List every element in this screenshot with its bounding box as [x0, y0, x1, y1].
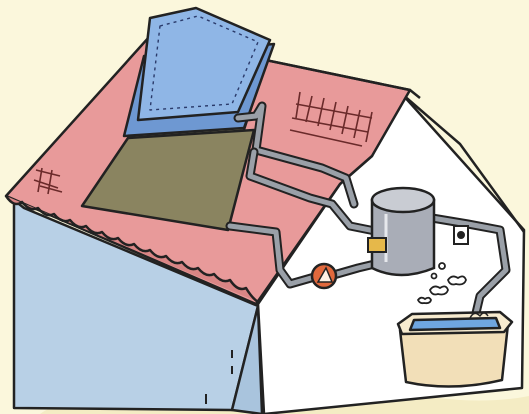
tank-top — [372, 188, 434, 212]
storage-tank-icon — [372, 188, 434, 275]
circulation-pump-icon — [312, 264, 336, 288]
wall-outlet-icon — [454, 226, 468, 244]
valve-box — [368, 238, 386, 252]
bathtub-icon — [398, 312, 512, 387]
outlet-hole — [458, 232, 464, 238]
tub-water — [410, 318, 500, 330]
